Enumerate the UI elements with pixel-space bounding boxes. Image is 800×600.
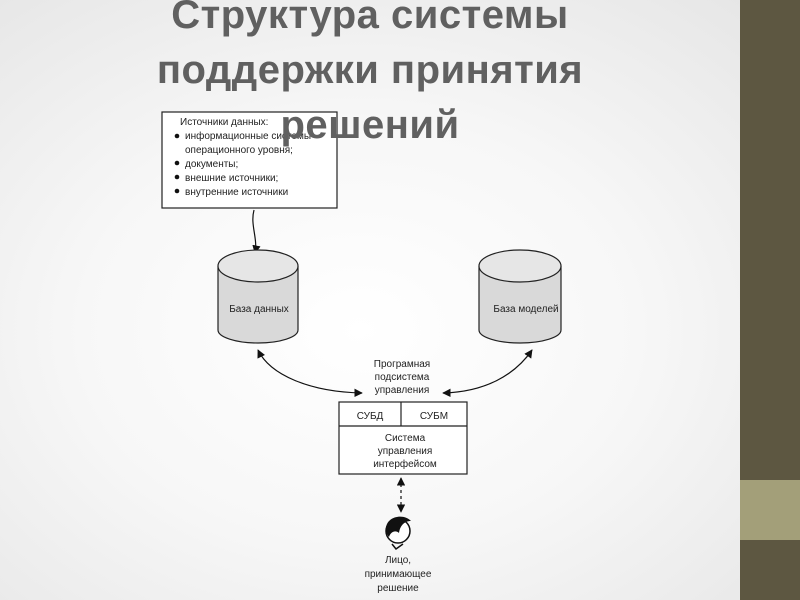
arrow-database-to-control <box>257 349 363 398</box>
arrow-sources-to-database <box>252 209 261 254</box>
svg-text:управления: управления <box>375 385 430 396</box>
data-source-item: операционного уровня; <box>185 145 293 156</box>
decision-maker-label: Лицо, принимающее решение <box>365 555 432 594</box>
arrow-models-to-control <box>442 349 533 398</box>
bullet-icon <box>174 174 180 180</box>
bullet-icon <box>174 188 180 194</box>
sidebar-strip-accent <box>740 480 800 540</box>
svg-text:Лицо,: Лицо, <box>385 555 411 566</box>
interface-system-label: интерфейсом <box>373 458 437 470</box>
title-line: поддержки принятия <box>156 48 584 92</box>
svg-text:Програмная: Програмная <box>374 359 430 370</box>
bullet-icon <box>174 133 180 139</box>
dss-diagram: Источники данных: информационные системы… <box>161 111 562 594</box>
mbms-label: СУБМ <box>420 411 448 422</box>
data-source-item: информационные системы <box>185 130 311 142</box>
slide-title: Структура системы поддержки принятия реш… <box>0 0 740 153</box>
data-sources-heading: Источники данных: <box>180 117 268 128</box>
model-base-label: База моделей <box>493 304 558 315</box>
title-line: Структура системы <box>171 0 569 37</box>
model-base-cylinder: База моделей <box>478 249 562 344</box>
bullet-icon <box>174 160 180 166</box>
interface-system-label: управления <box>378 446 433 457</box>
control-box: СУБД СУБМ Система управления интерфейсом <box>338 401 468 475</box>
svg-text:подсистема: подсистема <box>375 372 430 383</box>
title-line: решений <box>280 103 460 147</box>
data-sources-box: Источники данных: информационные системы… <box>161 111 338 209</box>
svg-text:принимающее: принимающее <box>365 569 432 580</box>
sidebar-strip-top <box>740 0 800 480</box>
data-source-item: документы; <box>185 159 238 170</box>
svg-text:решение: решение <box>377 583 419 594</box>
data-source-item: внешние источники; <box>185 173 278 184</box>
data-source-item: внутренние источники <box>185 187 288 198</box>
interface-system-label: Система <box>385 433 426 444</box>
database-label: База данных <box>229 304 289 315</box>
person-head-icon <box>385 516 411 551</box>
database-cylinder: База данных <box>217 249 299 344</box>
sidebar-strip-bottom <box>740 540 800 600</box>
dbms-label: СУБД <box>357 411 384 422</box>
control-subsystem-label: Програмная подсистема управления <box>374 359 430 396</box>
